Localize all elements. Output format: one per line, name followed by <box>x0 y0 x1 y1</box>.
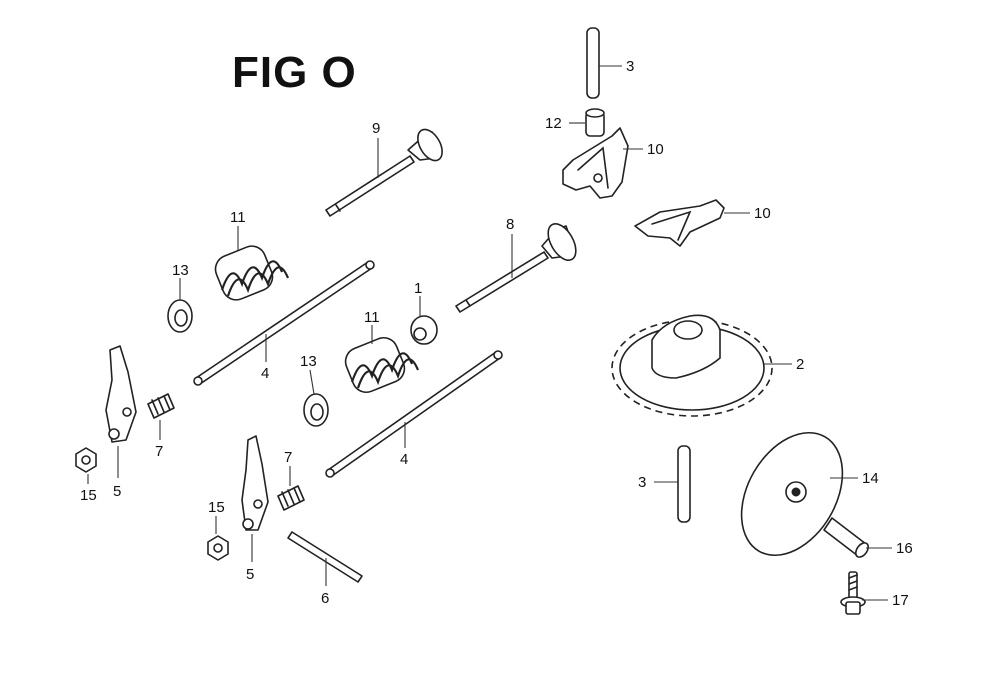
part-3-upper-pin: 3 <box>586 27 634 99</box>
callout-8: 8 <box>506 216 514 233</box>
callout-5-right: 5 <box>246 566 254 583</box>
callout-6: 6 <box>321 590 329 607</box>
part-16-pin: 16 <box>823 517 913 558</box>
callout-17: 17 <box>892 592 909 609</box>
callout-3-lower: 3 <box>638 474 646 491</box>
part-5-lever-right: 5 <box>241 435 269 583</box>
part-7-bolt-right: 7 <box>277 449 305 511</box>
callout-16: 16 <box>896 540 913 557</box>
callout-5-left: 5 <box>113 483 121 500</box>
callout-4-lower: 4 <box>400 451 408 468</box>
callout-10-upper: 10 <box>647 141 664 158</box>
part-10-rocker-arm-lower: 10 <box>634 199 771 247</box>
callout-9: 9 <box>372 120 380 137</box>
part-4-push-rod-upper: 4 <box>193 260 375 386</box>
callout-13-lower: 13 <box>300 353 317 370</box>
callout-7-left: 7 <box>155 443 163 460</box>
callout-3-upper: 3 <box>626 58 634 75</box>
figure-title: FIG O <box>232 48 357 97</box>
part-9-valve-upper: 9 <box>325 120 443 217</box>
callout-15-left: 15 <box>80 487 97 504</box>
part-15-nut-left: 15 <box>75 447 97 504</box>
part-6-shaft: 6 <box>287 531 363 607</box>
callout-10-lower: 10 <box>754 205 771 222</box>
callout-2: 2 <box>796 356 804 373</box>
callout-11-lower: 11 <box>364 309 380 326</box>
part-4-push-rod-lower: 4 <box>325 350 503 478</box>
part-5-lever-left: 5 <box>105 345 137 500</box>
part-11-valve-spring-lower: 11 <box>344 309 420 394</box>
part-1-valve-keeper: 1 <box>410 280 438 345</box>
callout-12: 12 <box>545 115 562 132</box>
part-11-valve-spring-upper: 11 <box>214 209 290 301</box>
part-14-governor-plate: 14 <box>740 431 879 557</box>
part-2-cam-gear: 2 <box>611 314 804 417</box>
part-12-collar: 12 <box>545 108 605 137</box>
part-17-screw: 17 <box>840 571 909 615</box>
part-13-retainer-upper: 13 <box>167 262 193 333</box>
callout-15-right: 15 <box>208 499 225 516</box>
part-8-valve-lower: 8 <box>455 216 577 313</box>
callout-4-upper: 4 <box>261 365 269 382</box>
part-3-lower-pin: 3 <box>638 445 691 523</box>
part-10-rocker-arm-upper: 10 <box>562 127 664 199</box>
part-13-retainer-lower: 13 <box>300 353 329 427</box>
part-7-bolt-left: 7 <box>147 393 175 460</box>
part-15-nut-right: 15 <box>207 499 229 561</box>
callout-11-upper: 11 <box>230 209 246 226</box>
callout-7-right: 7 <box>284 449 292 466</box>
callout-13-upper: 13 <box>172 262 189 279</box>
callout-14: 14 <box>862 470 879 487</box>
callout-1: 1 <box>414 280 422 297</box>
